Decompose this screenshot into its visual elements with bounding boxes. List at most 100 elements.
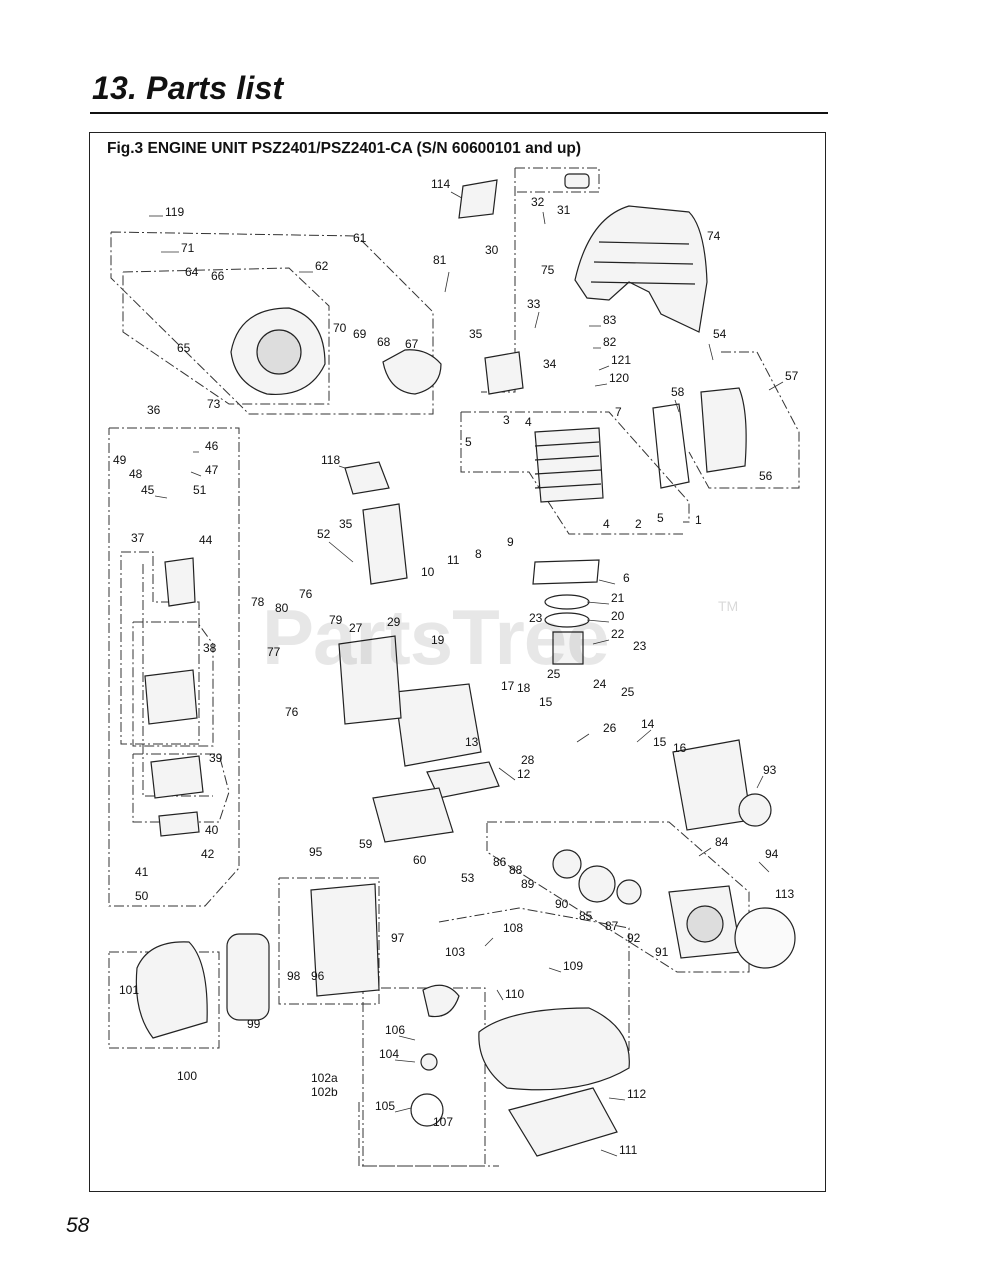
part-label-73: 73 — [207, 397, 221, 411]
part-label-101: 101 — [119, 983, 139, 997]
part-label-40: 40 — [205, 823, 219, 837]
part-label-36: 36 — [147, 403, 161, 417]
muffler-54 — [700, 387, 747, 473]
part-label-16: 16 — [673, 741, 687, 755]
part-label-90: 90 — [555, 897, 569, 911]
part-label-119: 119 — [165, 205, 184, 219]
part-label-1: 1 — [695, 513, 702, 527]
part-label-29: 29 — [387, 615, 401, 629]
part-label-103: 103 — [445, 945, 465, 959]
cylinder-1 — [534, 427, 604, 503]
part-label-102b: 102b — [311, 1085, 338, 1099]
piston-22 — [552, 631, 584, 665]
part-label-113: 113 — [775, 887, 794, 901]
gasket-6 — [532, 559, 600, 585]
reel-90 — [552, 849, 582, 879]
part-label-99: 99 — [247, 1017, 261, 1031]
watermark-tm: TM — [718, 598, 739, 614]
part-label-11: 11 — [447, 553, 460, 567]
outline-starter-84 — [486, 821, 750, 973]
part-label-50: 50 — [135, 889, 149, 903]
part-label-60: 60 — [413, 853, 427, 867]
part-label-70: 70 — [333, 321, 347, 335]
part-label-118: 118 — [321, 453, 340, 467]
part-label-47: 47 — [205, 463, 219, 477]
outline-carburetor-37 — [120, 551, 200, 745]
part-label-15: 15 — [653, 735, 667, 749]
part-label-108: 108 — [503, 921, 523, 935]
part-label-111: 111 — [619, 1143, 638, 1157]
page-number: 58 — [66, 1214, 90, 1237]
outline-tank-102 — [358, 1102, 499, 1167]
part-label-23: 23 — [633, 639, 647, 653]
part-label-44: 44 — [199, 533, 213, 547]
part-label-121: 121 — [611, 353, 631, 367]
part-label-96: 96 — [311, 969, 325, 983]
cover-40 — [158, 811, 200, 837]
part-label-2: 2 — [635, 517, 642, 531]
part-label-32: 32 — [531, 195, 545, 209]
part-label-67: 67 — [405, 337, 419, 351]
part-label-109: 109 — [563, 959, 583, 973]
part-label-94: 94 — [765, 847, 779, 861]
part-label-6: 6 — [623, 571, 630, 585]
cap-103 — [422, 984, 460, 1018]
part-label-18: 18 — [517, 681, 531, 695]
diaphragm-39 — [150, 755, 204, 799]
part-label-54: 54 — [713, 327, 727, 341]
piston-ring-20 — [544, 612, 590, 628]
part-label-76: 76 — [299, 587, 313, 601]
part-label-33: 33 — [527, 297, 541, 311]
part-label-48: 48 — [129, 467, 143, 481]
part-label-66: 66 — [211, 269, 225, 283]
part-label-26: 26 — [603, 721, 617, 735]
part-label-13: 13 — [465, 735, 479, 749]
part-label-4: 4 — [603, 517, 610, 531]
section-title: 13. Parts list — [92, 70, 284, 106]
part-label-120: 120 — [609, 371, 629, 385]
part-label-106: 106 — [385, 1023, 405, 1037]
outline-carburetor-39 — [132, 753, 230, 823]
part-label-82: 82 — [603, 335, 617, 349]
title-rule — [90, 112, 828, 114]
part-drawings — [135, 173, 796, 1157]
part-label-23: 23 — [529, 611, 543, 625]
part-label-69: 69 — [353, 327, 367, 341]
pulley-85 — [578, 865, 616, 903]
part-label-104: 104 — [379, 1047, 399, 1061]
filter-element-99 — [226, 933, 270, 1021]
part-label-89: 89 — [521, 877, 535, 891]
part-label-112: 112 — [627, 1087, 646, 1101]
outline-tank-103 — [362, 987, 486, 1167]
outline-clutch-group-61 — [110, 231, 434, 415]
crankcase-13 — [394, 683, 482, 767]
label-114 — [458, 179, 498, 219]
clutch-drum-67 — [382, 349, 442, 395]
part-label-105: 105 — [375, 1099, 395, 1113]
part-label-86: 86 — [493, 855, 507, 869]
part-label-7: 7 — [615, 405, 622, 419]
part-label-5: 5 — [657, 511, 664, 525]
part-label-91: 91 — [655, 945, 669, 959]
part-label-42: 42 — [201, 847, 215, 861]
part-label-64: 64 — [185, 265, 199, 279]
part-label-20: 20 — [611, 609, 625, 623]
part-label-49: 49 — [113, 453, 127, 467]
part-label-74: 74 — [707, 229, 721, 243]
part-label-27: 27 — [349, 621, 363, 635]
part-label-98: 98 — [287, 969, 301, 983]
part-label-107: 107 — [433, 1115, 453, 1129]
part-label-17: 17 — [501, 679, 515, 693]
outline-carburetor-36 — [108, 427, 240, 907]
outline-carburetor-36b — [142, 564, 213, 797]
part-label-25: 25 — [547, 667, 561, 681]
outline-aircleaner-95 — [278, 877, 380, 1005]
part-label-31: 31 — [557, 203, 571, 217]
part-label-87: 87 — [605, 919, 619, 933]
part-label-92: 92 — [627, 931, 641, 945]
insulator-118 — [344, 461, 390, 495]
part-label-9: 9 — [507, 535, 514, 549]
part-label-24: 24 — [593, 677, 607, 691]
outline-cylinder-1 — [461, 411, 690, 523]
